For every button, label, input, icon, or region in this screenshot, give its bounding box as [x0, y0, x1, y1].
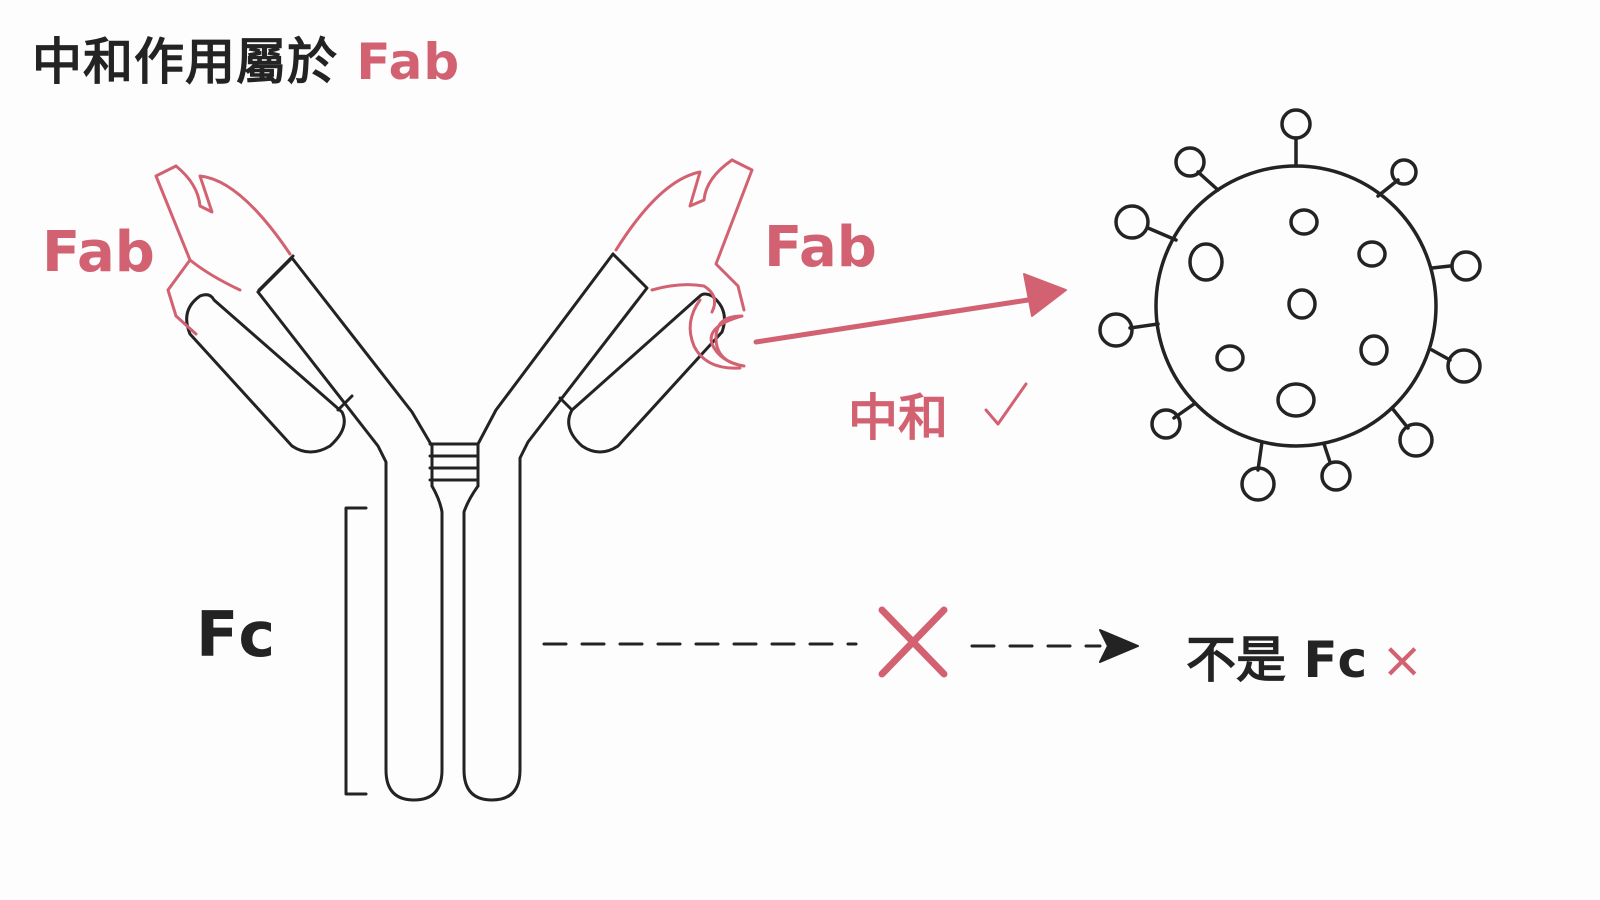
fab-label-right: Fab [764, 215, 877, 280]
check-mark-icon [984, 382, 1028, 426]
page-title: 中和作用屬於 Fab [32, 22, 460, 94]
cross-mark-icon [878, 606, 948, 678]
fab-region-right [614, 158, 754, 370]
title-highlight: Fab [356, 33, 461, 91]
fc-dashed-arrow [542, 629, 1139, 663]
neutralization-text: 中和 [848, 389, 948, 447]
not-fc-text: 不是 Fc [1186, 631, 1368, 689]
fab-label-left: Fab [42, 220, 155, 285]
virus-icon [1098, 108, 1482, 502]
not-fc-cross-icon: × [1381, 631, 1424, 689]
neutralization-arrow [753, 273, 1067, 345]
antibody-icon [185, 252, 726, 802]
title-text: 中和作用屬於 [32, 33, 338, 91]
fab-region-left [154, 164, 292, 336]
fc-label: Fc [196, 598, 276, 671]
not-fc-label: 不是 Fc× [1186, 620, 1423, 692]
neutralization-label: 中和 [848, 378, 948, 450]
